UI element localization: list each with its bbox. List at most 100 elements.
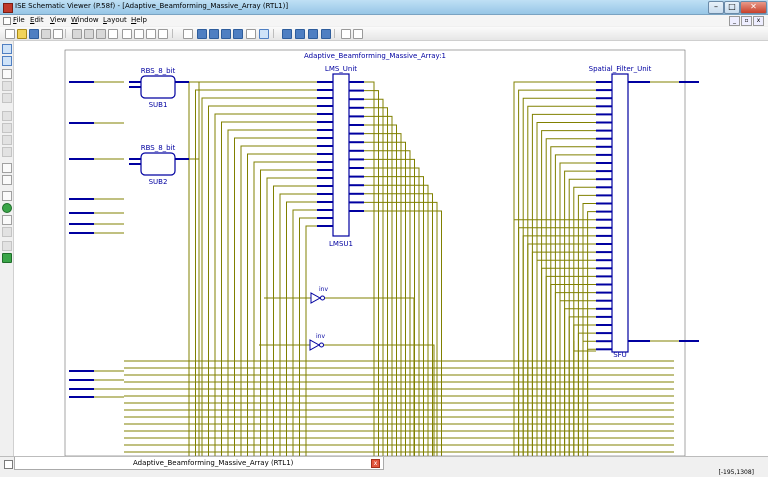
new-icon[interactable]	[5, 29, 15, 39]
net-wires	[94, 81, 679, 456]
lms-input-net	[201, 97, 317, 456]
collapse-icon[interactable]	[2, 93, 12, 103]
inverter-2[interactable]: inv	[309, 333, 325, 351]
schematic-doc-icon	[4, 460, 13, 469]
hierarchy-up-icon[interactable]	[2, 135, 12, 145]
pop-icon[interactable]	[2, 123, 12, 133]
zoom-selection-icon[interactable]	[246, 29, 256, 39]
lms-input-net	[214, 113, 317, 456]
sfu-input-net	[573, 324, 596, 456]
menu-layout-label: ayout	[106, 16, 127, 24]
layout-left-icon[interactable]	[282, 29, 292, 39]
lms-input-net	[292, 209, 317, 456]
lms-output-net	[364, 81, 375, 456]
lms-input-net	[273, 185, 317, 456]
add-pin-icon[interactable]	[2, 69, 12, 79]
layout-top-icon[interactable]	[295, 29, 305, 39]
open-folder-icon[interactable]	[17, 29, 27, 39]
copy-view-icon[interactable]	[2, 241, 12, 251]
find-next-icon[interactable]	[158, 29, 168, 39]
paste-icon[interactable]	[96, 29, 106, 39]
select-net-icon[interactable]	[2, 56, 12, 66]
expand-icon[interactable]	[2, 81, 12, 91]
remove-icon[interactable]	[2, 215, 12, 225]
lms-input-net	[299, 217, 317, 456]
run-icon[interactable]	[2, 253, 12, 263]
text-icon[interactable]	[2, 175, 12, 185]
inverter-symbol	[309, 339, 321, 351]
properties-icon[interactable]	[2, 163, 12, 173]
sfu-input-net	[554, 154, 596, 456]
menu-window[interactable]: Window	[71, 16, 99, 24]
inverter-label: inv	[319, 286, 328, 293]
close-button[interactable]: ✕	[740, 1, 767, 14]
lms-input-net	[260, 169, 317, 456]
mdi-close-button[interactable]: x	[753, 16, 764, 26]
lms-output-net	[364, 115, 393, 456]
lms-output-net	[364, 167, 420, 456]
help-icon[interactable]	[353, 29, 363, 39]
document-tab-label: Adaptive_Beamforming_Massive_Array (RTL1…	[133, 459, 294, 467]
schematic-drawing: Adaptive_Beamforming_Massive_Array:1 RBS…	[64, 49, 699, 456]
sfu-input-net	[587, 211, 596, 456]
sfu-input-net	[527, 105, 596, 456]
document-tab[interactable]: Adaptive_Beamforming_Massive_Array (RTL1…	[14, 457, 384, 470]
lms-input-net	[279, 193, 317, 456]
pin-icon[interactable]	[183, 29, 193, 39]
menu-help[interactable]: Help	[131, 16, 147, 24]
add-icon[interactable]	[2, 203, 12, 213]
zoom-area-icon[interactable]	[221, 29, 231, 39]
menu-help-label: elp	[136, 16, 147, 24]
menu-window-accelerator: W	[71, 16, 78, 24]
menu-view[interactable]: View	[50, 16, 67, 24]
close-tab-icon[interactable]: x	[371, 459, 380, 468]
save-icon[interactable]	[29, 29, 39, 39]
push-icon[interactable]	[2, 111, 12, 121]
person-icon[interactable]	[2, 191, 12, 201]
delete-icon[interactable]	[108, 29, 118, 39]
sfu-input-net	[541, 267, 596, 456]
layout-cascade-icon[interactable]	[321, 29, 331, 39]
layout-grid-icon[interactable]	[308, 29, 318, 39]
settings-icon[interactable]	[341, 29, 351, 39]
menu-edit-accelerator: E	[30, 16, 35, 24]
save-all-icon[interactable]	[41, 29, 51, 39]
find-icon[interactable]	[146, 29, 156, 39]
lms-output-net	[364, 193, 433, 456]
lms-output-net	[364, 176, 424, 456]
refresh-icon[interactable]	[2, 227, 12, 237]
sfu-input-net	[577, 332, 596, 456]
maximize-button[interactable]: □	[724, 1, 740, 14]
block-sub1[interactable]: RBS_8_bit SUB1	[140, 67, 176, 109]
mdi-restore-button[interactable]: ▫	[741, 16, 752, 26]
zoom-in-icon[interactable]	[197, 29, 207, 39]
lms-input-net	[247, 153, 317, 456]
view-mode-icon[interactable]	[259, 29, 269, 39]
menu-window-label: indow	[77, 16, 99, 24]
cut-icon[interactable]	[72, 29, 82, 39]
sfu-input-net	[582, 340, 596, 456]
menu-layout[interactable]: Layout	[103, 16, 127, 24]
toolbar-separator	[65, 29, 66, 38]
undo-icon[interactable]	[122, 29, 132, 39]
block-sfu[interactable]: Spatial_Filter_Unit SFU	[589, 65, 652, 359]
sfu-input-net	[536, 259, 596, 456]
redo-icon[interactable]	[134, 29, 144, 39]
copy-icon[interactable]	[84, 29, 94, 39]
block-lmsu1[interactable]: LMS_Unit LMSU1	[325, 65, 357, 248]
title-bar: ISE Schematic Viewer (P.58f) - [Adaptive…	[0, 0, 768, 15]
inverter-1[interactable]: inv	[310, 286, 328, 304]
menu-edit[interactable]: Edit	[30, 16, 44, 24]
zoom-full-icon[interactable]	[233, 29, 243, 39]
block-type-label: RBS_8_bit	[141, 144, 176, 152]
block-body	[140, 75, 176, 99]
block-sub2[interactable]: RBS_8_bit SUB2	[140, 144, 176, 186]
zoom-out-icon[interactable]	[209, 29, 219, 39]
hierarchy-down-icon[interactable]	[2, 147, 12, 157]
print-icon[interactable]	[53, 29, 63, 39]
menu-file[interactable]: File	[13, 16, 25, 24]
mdi-minimize-button[interactable]: _	[729, 16, 740, 26]
schematic-canvas[interactable]: Adaptive_Beamforming_Massive_Array:1 RBS…	[14, 41, 768, 456]
select-arrow-icon[interactable]	[2, 44, 12, 54]
minimize-button[interactable]: –	[708, 1, 724, 14]
